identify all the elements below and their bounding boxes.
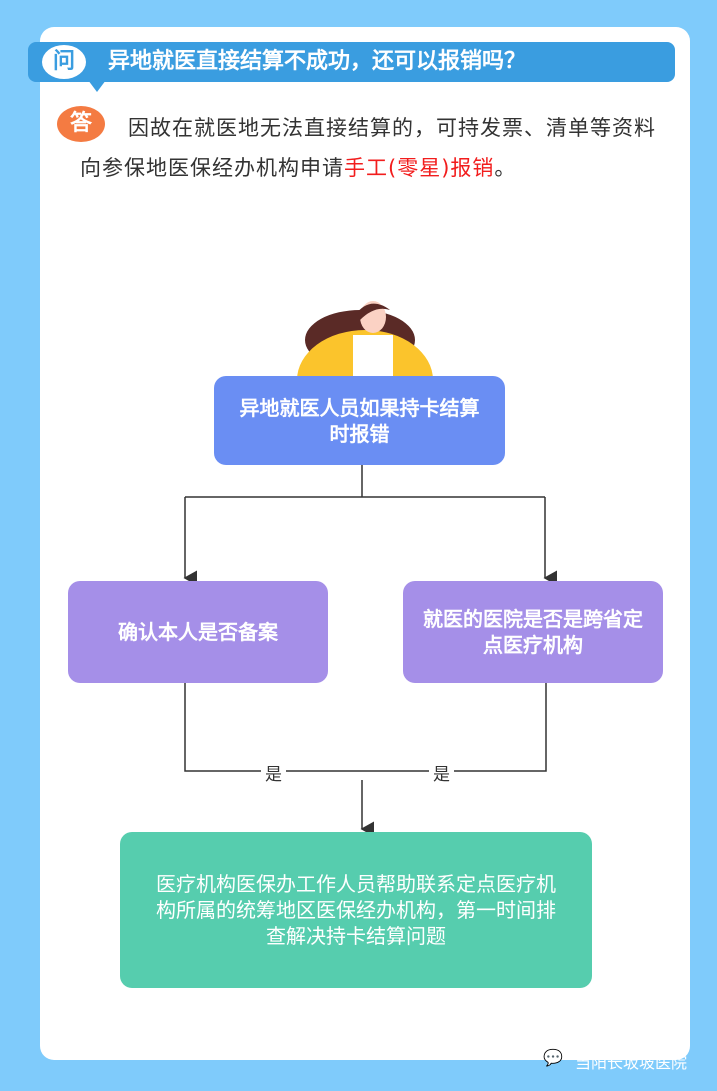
- yes-label-right: 是: [429, 760, 454, 785]
- flow-result-box: 医疗机构医保办工作人员帮助联系定点医疗机构所属的统筹地区医保经办机构，第一时间排…: [120, 832, 592, 988]
- flow-check-hospital-box: 就医的医院是否是跨省定点医疗机构: [403, 581, 663, 683]
- flow-check-registration-box: 确认本人是否备案: [68, 581, 328, 683]
- answer-icon: 答: [57, 106, 105, 142]
- question-bar: [28, 42, 675, 82]
- answer-text: 因故在就医地无法直接结算的，可持发票、清单等资料向参保地医保经办机构申请手工(零…: [80, 116, 656, 180]
- woman-illustration: [297, 301, 433, 380]
- yes-label-left: 是: [261, 760, 286, 785]
- question-text: 异地就医直接结算不成功，还可以报销吗？: [108, 49, 527, 74]
- answer-highlight: 手工(零星)报销: [344, 156, 495, 180]
- question-bubble-tail: [88, 80, 106, 92]
- flow-start-box: 异地就医人员如果持卡结算时报错: [214, 376, 505, 465]
- question-icon: 问: [42, 45, 86, 79]
- wechat-icon: 💬: [543, 1048, 563, 1067]
- account-name: 当阳长坂坡医院: [575, 1053, 688, 1072]
